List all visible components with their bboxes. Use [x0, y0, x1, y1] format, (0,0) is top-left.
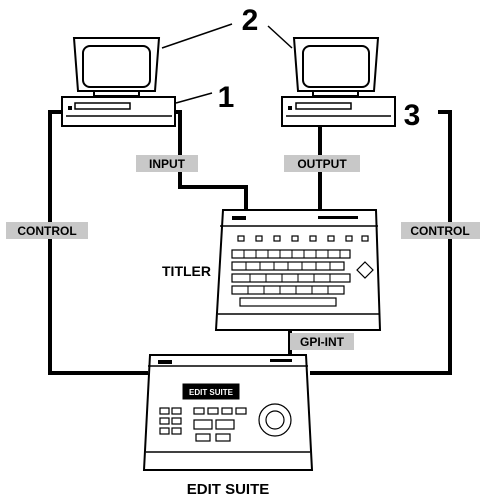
callout-number-2: 2 — [242, 4, 259, 37]
output-label: OUTPUT — [297, 157, 347, 171]
callout-number-1: 1 — [218, 81, 235, 114]
output-label-bg — [284, 155, 360, 172]
edit-suite-display-text: EDIT SUITE — [189, 388, 234, 397]
callout-number-3: 3 — [404, 99, 421, 132]
control-right-label-bg — [401, 222, 480, 239]
vcr-output — [281, 96, 396, 127]
control-left-label: CONTROL — [17, 224, 76, 238]
control-right-label: CONTROL — [410, 224, 469, 238]
control-cable-left — [48, 110, 148, 375]
callout-2-pointers — [161, 23, 293, 49]
monitor-right — [292, 37, 380, 97]
input-label: INPUT — [149, 157, 186, 171]
control-left-label-bg — [6, 222, 88, 239]
input-label-bg — [136, 155, 198, 172]
vcr-input — [61, 96, 176, 127]
callout-1-pointer — [175, 92, 213, 104]
control-cable-right — [310, 110, 452, 375]
edit-suite-device — [142, 354, 314, 471]
edit-suite-caption: EDIT SUITE — [187, 481, 270, 498]
titler-device — [214, 209, 382, 331]
input-cable — [175, 110, 248, 210]
gpi-label: GPI-INT — [300, 335, 345, 349]
titler-caption: TITLER — [162, 263, 211, 279]
gpi-label-bg — [290, 333, 354, 350]
monitor-left — [72, 37, 161, 97]
